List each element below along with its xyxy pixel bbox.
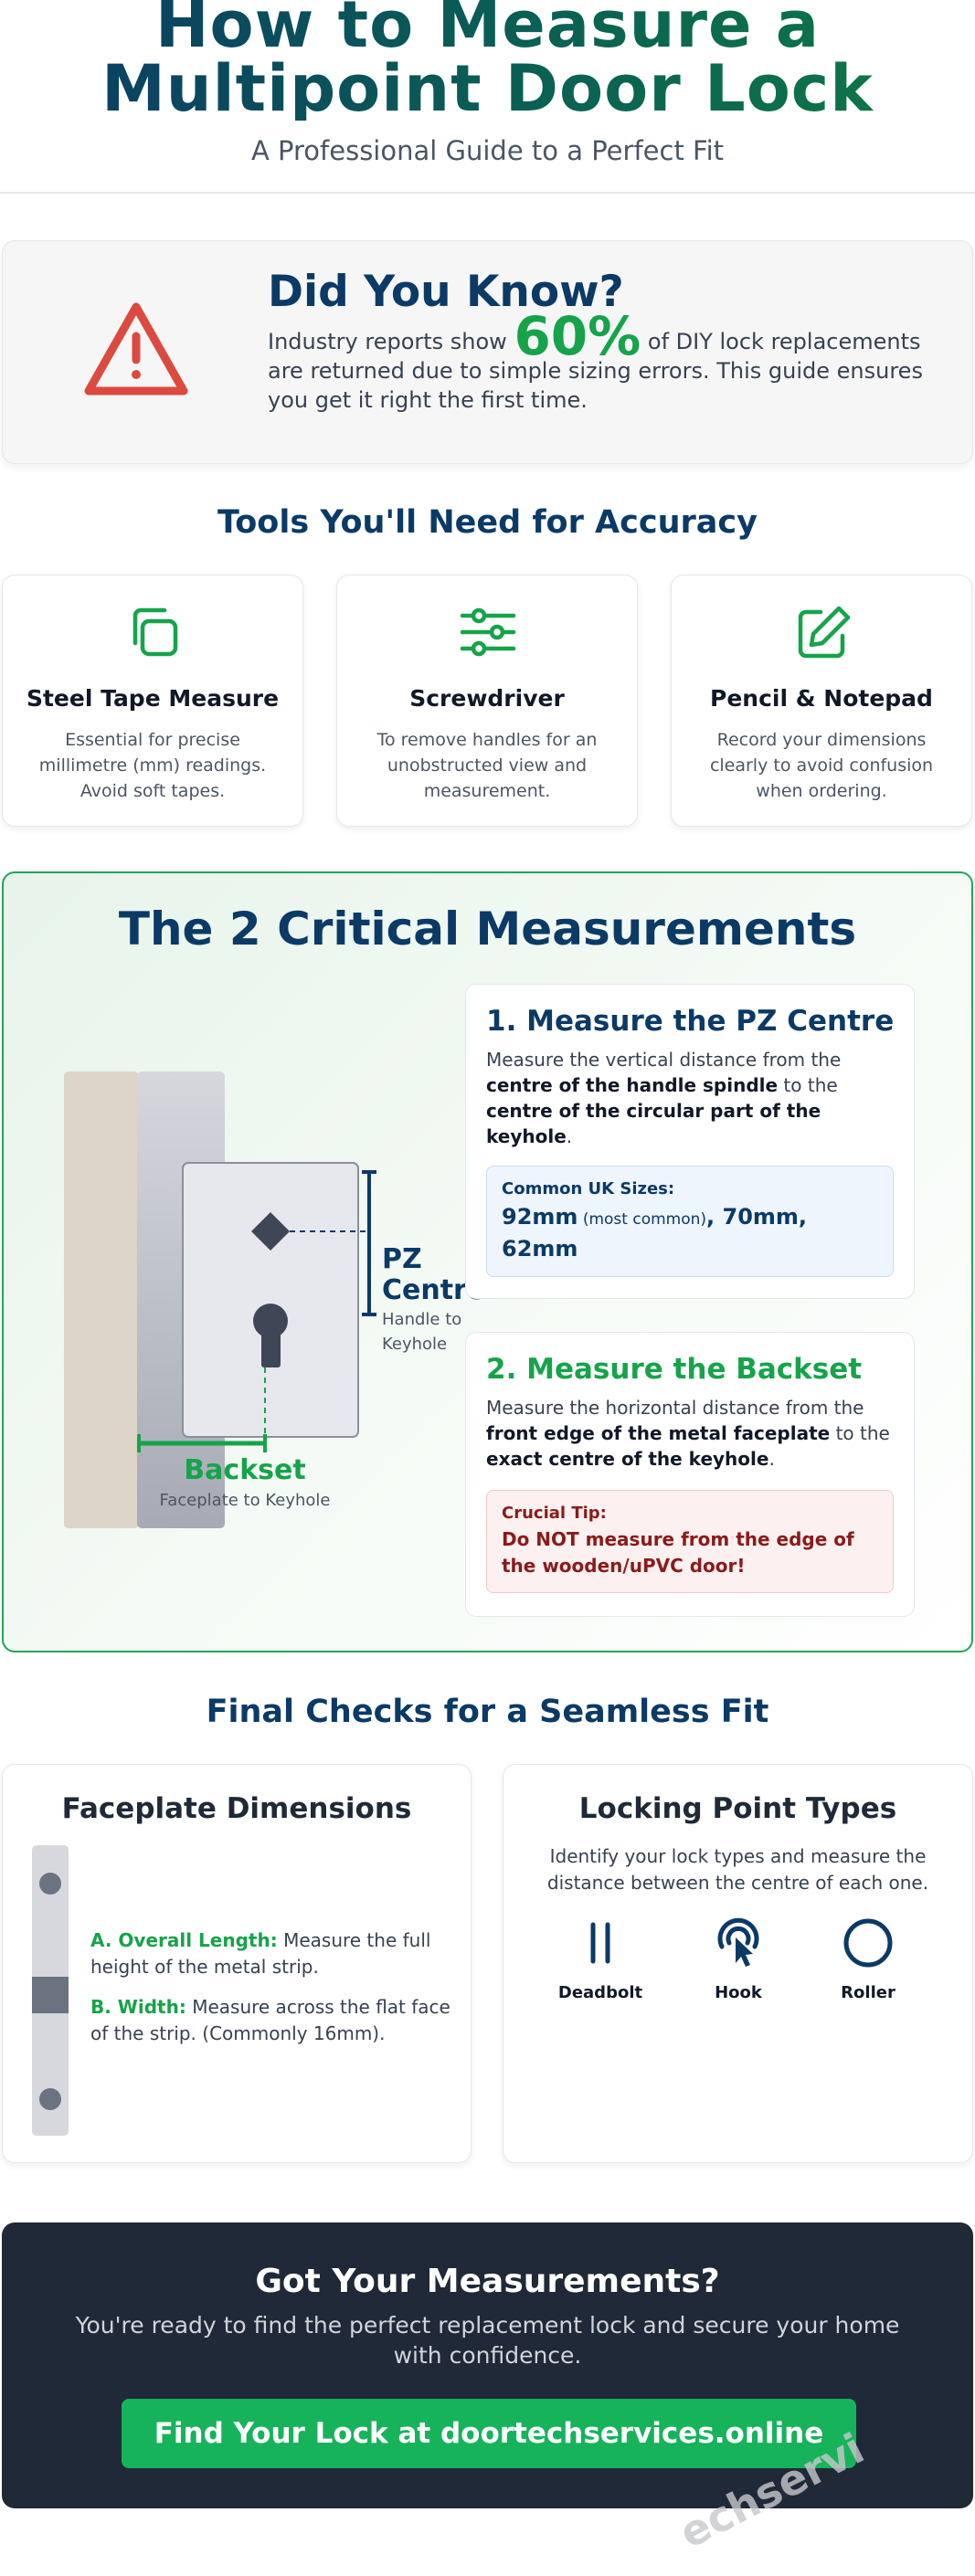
spindle-marker bbox=[251, 1212, 290, 1251]
final-checks-heading: Final Checks for a Seamless Fit bbox=[206, 1694, 769, 1730]
desc-bold: centre of the circular part of the keyho… bbox=[486, 1100, 821, 1147]
size-main: 92mm bbox=[502, 1204, 578, 1230]
faceplate-dimensions-card: Faceplate Dimensions A. Overall Length: … bbox=[2, 1764, 472, 2163]
common-sizes-values: 92mm (most common), 70mm, 62mm bbox=[502, 1202, 878, 1263]
roller-icon bbox=[843, 1918, 893, 1968]
tools-heading: Tools You'll Need for Accuracy bbox=[217, 504, 758, 541]
tool-description: Essential for precise millimetre (mm) re… bbox=[38, 730, 267, 801]
deadbolt-icon bbox=[590, 1922, 610, 1964]
backset-label: Backset bbox=[184, 1454, 305, 1486]
desc-part: Measure the vertical distance from the bbox=[486, 1049, 842, 1071]
tool-title: Steel Tape Measure bbox=[26, 685, 280, 712]
pz-card-title: 1. Measure the PZ Centre bbox=[486, 1005, 895, 1038]
desc-part: Measure the horizontal distance from the bbox=[486, 1397, 864, 1419]
hook-label: Hook bbox=[715, 1983, 762, 2002]
dyk-stat: 60% bbox=[514, 305, 641, 367]
keyhole-bottom bbox=[261, 1325, 281, 1367]
width-desc: Measure across the flat face of the stri… bbox=[90, 1996, 450, 2044]
desc-bold: front edge of the metal faceplate bbox=[486, 1422, 831, 1444]
page-title: How to Measure a Multipoint Door Lock bbox=[0, 0, 975, 121]
page-subtitle: A Professional Guide to a Perfect Fit bbox=[250, 135, 725, 166]
tool-title: Pencil & Notepad bbox=[710, 685, 933, 712]
width-label: B. Width: bbox=[90, 1996, 186, 2018]
locking-card-description: Identify your lock types and measure the… bbox=[546, 1845, 929, 1894]
cta-text: You're ready to find the perfect replace… bbox=[75, 2312, 900, 2369]
tool-title: Screwdriver bbox=[409, 685, 565, 712]
size-note: (most common) bbox=[578, 1210, 707, 1229]
faceplate-length-text: A. Overall Length: Measure the full heig… bbox=[90, 1927, 456, 1980]
desc-part: . bbox=[566, 1125, 573, 1147]
backset-card: 2. Measure the Backset Measure the horiz… bbox=[465, 1332, 915, 1617]
did-you-know-text: Industry reports show 60% of DIY lock re… bbox=[268, 310, 935, 415]
locking-type-roller: Roller bbox=[813, 1916, 923, 2002]
size-rest: , 70mm, 62mm bbox=[502, 1204, 808, 1262]
crucial-tip-box: Crucial Tip: Do NOT measure from the edg… bbox=[486, 1490, 894, 1593]
hook-icon bbox=[717, 1917, 759, 1967]
page-header: How to Measure a Multipoint Door Lock A … bbox=[0, 0, 975, 194]
cta-section: Got Your Measurements? You're ready to f… bbox=[2, 2222, 973, 2508]
dyk-text-after: of DIY lock replacements are returned du… bbox=[268, 329, 923, 413]
tool-card-screwdriver: Screwdriver To remove handles for an uno… bbox=[336, 575, 638, 827]
locking-type-deadbolt: Deadbolt bbox=[546, 1916, 655, 2002]
desc-part: . bbox=[768, 1448, 775, 1470]
tool-description: To remove handles for an unobstructed vi… bbox=[376, 730, 598, 801]
copy-icon bbox=[132, 607, 178, 657]
tool-description: Record your dimensions clearly to avoid … bbox=[709, 730, 934, 801]
locking-type-hook: Hook bbox=[684, 1916, 793, 2002]
common-sizes-box: Common UK Sizes: 92mm (most common), 70m… bbox=[486, 1166, 894, 1277]
common-sizes-label: Common UK Sizes: bbox=[502, 1179, 675, 1198]
pz-label-line-1: PZ bbox=[382, 1243, 422, 1275]
door-edge bbox=[64, 1072, 139, 1528]
did-you-know-title: Did You Know? bbox=[268, 267, 624, 317]
faceplate-width-text: B. Width: Measure across the flat face o… bbox=[90, 1994, 456, 2047]
overall-length-label: A. Overall Length: bbox=[90, 1929, 278, 1951]
dyk-text-before: Industry reports show bbox=[268, 329, 514, 354]
locking-point-types-card: Locking Point Types Identify your lock t… bbox=[503, 1764, 973, 2163]
warning-triangle-icon bbox=[84, 302, 188, 396]
critical-measurements-section: The 2 Critical Measurements PZ Centre Ha… bbox=[2, 871, 973, 1652]
pz-sub-line-1: Handle to bbox=[382, 1310, 461, 1329]
desc-part: to the bbox=[778, 1074, 838, 1096]
find-your-lock-button[interactable]: Find Your Lock at doortechservices.onlin… bbox=[122, 2399, 856, 2468]
lock-case bbox=[182, 1162, 359, 1438]
desc-bold: exact centre of the keyhole bbox=[486, 1448, 769, 1470]
locking-card-title: Locking Point Types bbox=[578, 1792, 897, 1825]
did-you-know-card: Did You Know? Industry reports show 60% … bbox=[2, 240, 973, 464]
pz-centre-card: 1. Measure the PZ Centre Measure the ver… bbox=[465, 984, 915, 1299]
backset-card-description: Measure the horizontal distance from the… bbox=[486, 1395, 894, 1472]
crucial-tip-text: Do NOT measure from the edge of the wood… bbox=[502, 1528, 854, 1577]
desc-part: to the bbox=[830, 1422, 890, 1444]
sliders-icon bbox=[460, 607, 516, 657]
page-title-line-1: How to Measure a bbox=[154, 0, 821, 62]
faceplate-card-title: Faceplate Dimensions bbox=[61, 1792, 412, 1825]
crucial-tip-label: Crucial Tip: bbox=[502, 1504, 607, 1523]
overall-length-desc: Measure the full height of the metal str… bbox=[90, 1929, 431, 1978]
tool-card-tape-measure: Steel Tape Measure Essential for precise… bbox=[2, 575, 303, 827]
lock-diagram: PZ Centre Handle to Keyhole Backset Face… bbox=[64, 1072, 485, 1528]
pz-card-description: Measure the vertical distance from the c… bbox=[486, 1047, 894, 1149]
deadbolt-label: Deadbolt bbox=[557, 1983, 643, 2002]
roller-label: Roller bbox=[841, 1983, 896, 2002]
desc-bold: centre of the handle spindle bbox=[486, 1074, 779, 1096]
cta-title: Got Your Measurements? bbox=[255, 2263, 720, 2300]
backset-sub: Faceplate to Keyhole bbox=[160, 1491, 331, 1510]
critical-measurements-heading: The 2 Critical Measurements bbox=[118, 903, 857, 955]
faceplate-strip-illustration bbox=[32, 1845, 69, 2136]
pz-sub-line-2: Keyhole bbox=[382, 1335, 447, 1354]
pencil-square-icon bbox=[798, 606, 851, 659]
page-title-line-2: Multipoint Door Lock bbox=[101, 51, 874, 126]
backset-card-title: 2. Measure the Backset bbox=[486, 1353, 863, 1386]
tool-card-pencil-notepad: Pencil & Notepad Record your dimensions … bbox=[671, 575, 972, 827]
